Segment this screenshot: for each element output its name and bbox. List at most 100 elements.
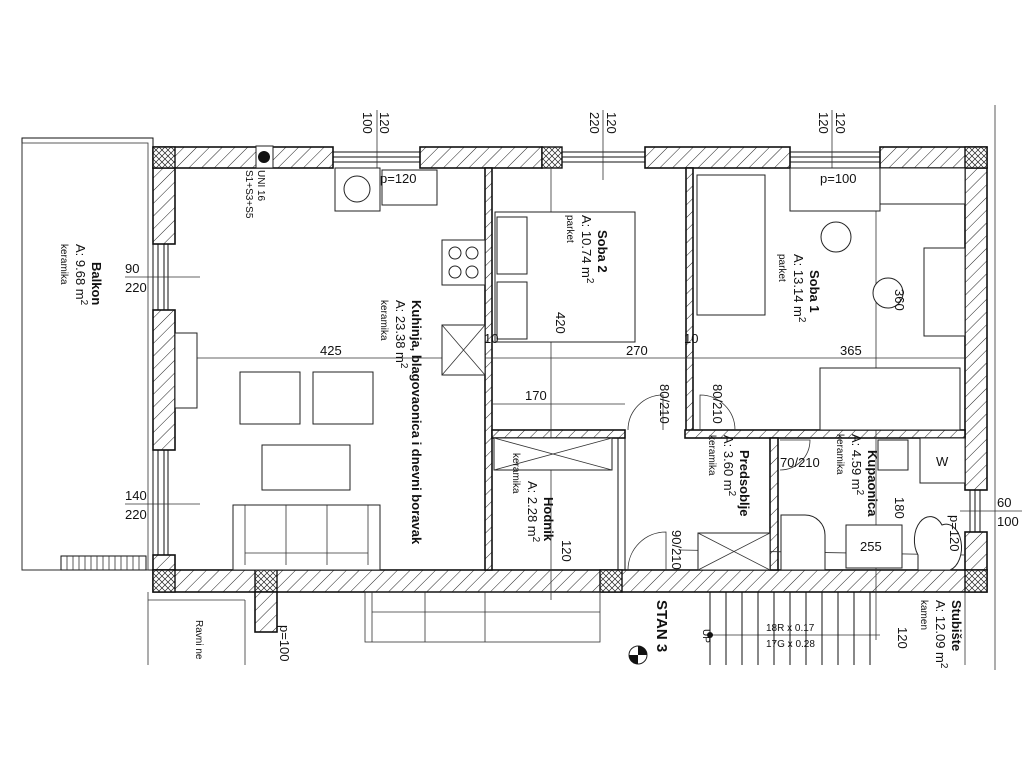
chimney-label: S1+S3+S5 — [243, 170, 254, 219]
svg-text:keramika: keramika — [510, 453, 521, 494]
parapet-label: p=120 — [947, 515, 962, 552]
window-height-label: 100 — [997, 514, 1019, 529]
washing-machine — [919, 437, 966, 484]
dimension-label: 420 — [553, 312, 568, 334]
kitchen-fixtures — [255, 145, 486, 376]
balcony-railing — [60, 555, 147, 571]
svg-text:Kuhinja, blagovaonica i dnevni: Kuhinja, blagovaonica i dnevni boravak — [409, 300, 424, 545]
dimension-label: 270 — [626, 343, 648, 358]
single-bed — [696, 174, 766, 316]
dimension-label: 120 — [895, 627, 910, 649]
room-label-ravni: Ravni ne — [193, 620, 204, 660]
desk — [923, 247, 966, 337]
window-width-label: 120 — [377, 112, 392, 134]
doors — [627, 394, 811, 571]
tv-unit — [174, 332, 198, 409]
room-label-hodnik: Hodnik A: 2.28 m2 keramika — [510, 453, 556, 543]
window-width-label: 120 — [604, 112, 619, 134]
door-label: 70/210 — [780, 455, 820, 470]
wardrobe — [879, 167, 966, 205]
window-width-label: 60 — [997, 495, 1011, 510]
window-height-label: 100 — [360, 112, 375, 134]
single-bed — [819, 367, 961, 431]
svg-text:keramika: keramika — [834, 434, 845, 475]
north-arrow-icon — [628, 645, 648, 665]
svg-text:keramika: keramika — [58, 244, 69, 285]
bath-fixtures — [493, 437, 966, 571]
svg-text:Soba 2: Soba 2 — [595, 230, 610, 273]
svg-text:Soba 1: Soba 1 — [807, 270, 822, 313]
sofa — [232, 504, 381, 571]
dimension-label: 425 — [320, 343, 342, 358]
svg-text:Kupaonica: Kupaonica — [865, 450, 880, 517]
svg-text:A: 9.68 m2: A: 9.68 m2 — [73, 244, 89, 306]
room-label-soba2: Soba 2 A: 10.74 m2 parket — [564, 215, 610, 284]
dimension-label: 10 — [484, 331, 498, 346]
dimension-label: 365 — [840, 343, 862, 358]
window-height-label: 220 — [125, 507, 147, 522]
dimension-label: 255 — [860, 539, 882, 554]
stove — [441, 239, 486, 286]
room-label-kupaonica: Kupaonica A: 4.59 m2 keramika — [834, 434, 880, 517]
stairs-treads-label: 17G x 0.28 — [766, 639, 815, 650]
svg-text:A: 2.28 m2: A: 2.28 m2 — [525, 481, 541, 543]
window-width-label: 90 — [125, 261, 139, 276]
door-swing — [779, 439, 811, 471]
svg-text:A: 3.60 m2: A: 3.60 m2 — [721, 435, 737, 497]
washing-machine-label: W — [936, 454, 949, 469]
stairs — [147, 105, 996, 670]
svg-text:Stubište: Stubište — [949, 600, 964, 651]
dimension-label: 170 — [525, 388, 547, 403]
living-room-furniture — [174, 332, 381, 571]
room-label-kuhinja: Kuhinja, blagovaonica i dnevni boravak A… — [378, 300, 424, 545]
svg-text:Predsoblje: Predsoblje — [737, 450, 752, 516]
door-label: 80/210 — [657, 384, 672, 424]
svg-text:Hodnik: Hodnik — [541, 497, 556, 542]
door-swing — [699, 394, 736, 431]
dimension-label: 360 — [892, 289, 907, 311]
svg-text:A: 10.74 m2: A: 10.74 m2 — [579, 215, 595, 284]
window-height-label: 220 — [125, 280, 147, 295]
parapet-label: p=100 — [277, 625, 292, 662]
window-width-label: 120 — [833, 112, 848, 134]
armchair — [239, 371, 301, 425]
shower — [780, 514, 826, 571]
dimension-label: 180 — [892, 497, 907, 519]
window-height-label: 220 — [587, 112, 602, 134]
svg-text:Balkon: Balkon — [89, 262, 104, 305]
door-label: 80/210 — [710, 384, 725, 424]
room-label-predsoblje: Predsoblje A: 3.60 m2 keramika — [706, 435, 752, 516]
room-label-stubiste: Stubište A: 12.09 m2 kamen — [918, 600, 964, 669]
window-height-label: 120 — [816, 112, 831, 134]
chimney-label: UNI 16 — [255, 170, 266, 202]
door-swing — [627, 531, 667, 571]
stairs-up-label: UP — [700, 629, 711, 643]
exterior-walls — [152, 146, 988, 593]
svg-text:A: 23.38 m2: A: 23.38 m2 — [393, 300, 409, 369]
room-label-soba1: Soba 1 A: 13.14 m2 parket — [776, 254, 822, 323]
stairs-risers-label: 18R x 0.17 — [766, 623, 815, 634]
balcony — [21, 137, 154, 571]
svg-text:A: 12.09 m2: A: 12.09 m2 — [933, 600, 949, 669]
door-swing — [627, 394, 664, 431]
svg-text:parket: parket — [776, 254, 787, 282]
toilet — [913, 516, 963, 571]
bedroom-furniture — [494, 167, 966, 431]
dimension-label: 10 — [684, 331, 698, 346]
door-label: 90/210 — [669, 530, 684, 570]
svg-text:A: 4.59 m2: A: 4.59 m2 — [849, 434, 865, 496]
parapet-label: p=120 — [380, 171, 417, 186]
svg-text:A: 13.14 m2: A: 13.14 m2 — [791, 254, 807, 323]
armchair — [312, 371, 374, 425]
window-width-label: 140 — [125, 488, 147, 503]
office-chair — [820, 221, 852, 253]
room-label-balkon: Balkon A: 9.68 m2 keramika — [58, 244, 104, 306]
svg-text:keramika: keramika — [378, 300, 389, 341]
svg-text:kamen: kamen — [918, 600, 929, 630]
coffee-table — [261, 444, 351, 491]
washbasin — [845, 524, 903, 569]
dimension-label: 120 — [559, 540, 574, 562]
svg-text:keramika: keramika — [706, 435, 717, 476]
parapet-label: p=100 — [820, 171, 857, 186]
